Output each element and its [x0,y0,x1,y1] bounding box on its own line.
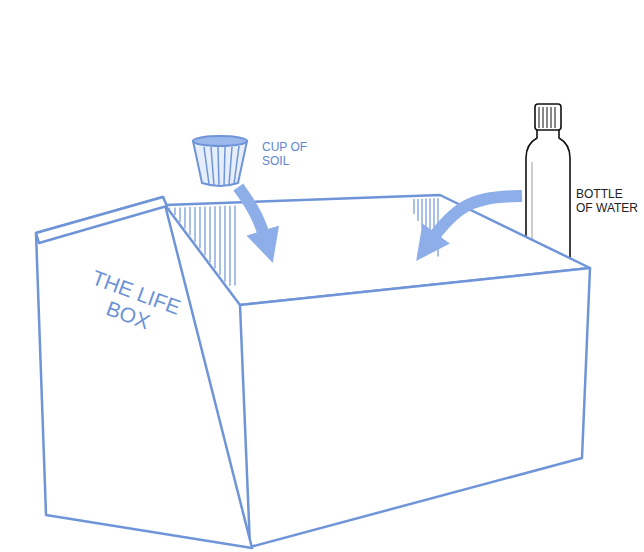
cup-label: CUP OF SOIL [262,141,312,169]
cup-of-soil: CUP OF SOIL [190,135,250,187]
flow-arrow [238,187,268,250]
life-box: THE LIFE BOX [30,250,600,550]
flow-arrow [424,196,522,250]
bottle-label: BOTTLE OF WATER [576,188,642,216]
cup-drawing [190,135,250,187]
